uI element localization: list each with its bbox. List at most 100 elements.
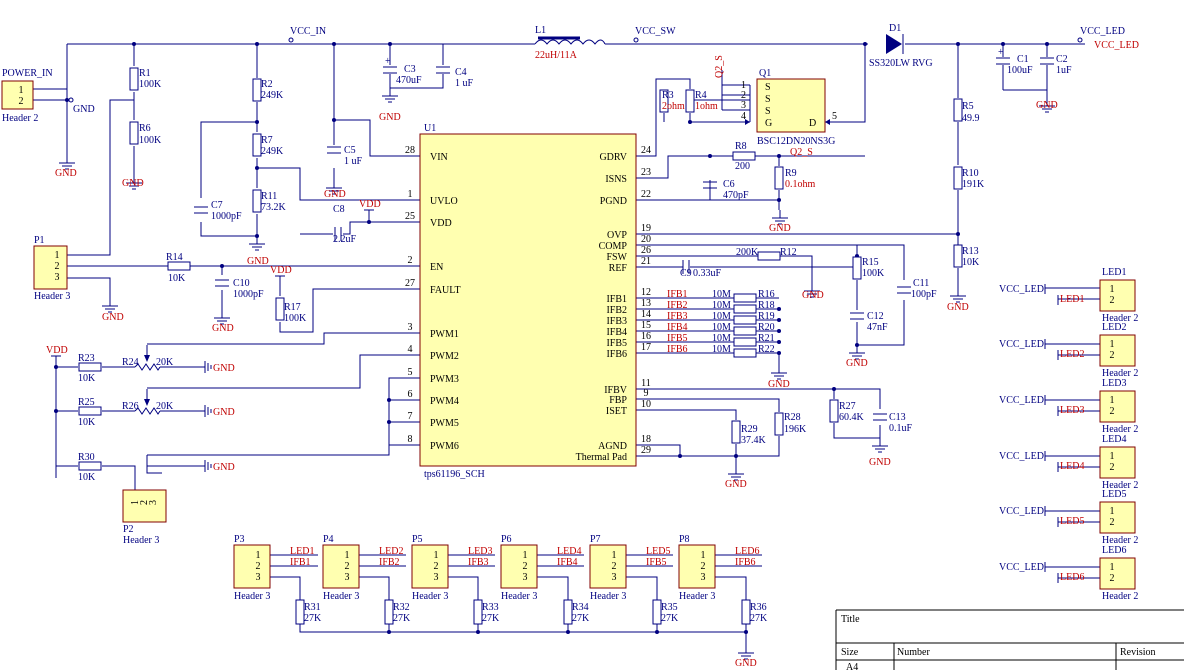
r27-value: 60.4K (839, 412, 865, 423)
pin-num: 1 (523, 550, 528, 561)
c4-value: 1 uF (455, 78, 474, 89)
header-r-value: 27K (304, 613, 322, 624)
c13-value: 0.1uF (889, 423, 913, 434)
gnd-symbol (204, 459, 212, 473)
u1-pin-num: 6 (408, 389, 413, 400)
resistor-body (659, 89, 669, 113)
gnd-symbol (248, 235, 266, 251)
led-name: Header 2 (1102, 535, 1138, 546)
resistor-body (129, 67, 139, 91)
gnd-label: GND (725, 479, 747, 490)
r2-ref: R2 (261, 79, 273, 90)
size-value: A4 (846, 662, 858, 670)
resistor-body (829, 399, 839, 423)
pot-wiper (144, 355, 150, 362)
u1-pin-name: IFB1 (606, 294, 627, 305)
header-body (411, 544, 449, 589)
header-r-ref: R33 (482, 602, 499, 613)
vdd-label: VDD (270, 265, 292, 276)
u1-ic: U1 tps61196_SCH 28VIN1UVLO25VDD2EN27FAUL… (405, 123, 651, 480)
polarity-mark: + (385, 56, 391, 67)
c4-ref: C4 (455, 67, 467, 78)
gnd-symbol (213, 309, 231, 325)
net-port (288, 37, 294, 43)
pin-num: 1 (701, 550, 706, 561)
r13-value: 10K (962, 257, 980, 268)
d1-value: SS320LW RVG (869, 58, 933, 69)
r24-ref: R24 (122, 357, 139, 368)
pin-num: 2 (701, 561, 706, 572)
resistor-body (953, 244, 963, 268)
u1-pin-num: 17 (641, 342, 651, 353)
c5-ref: C5 (344, 145, 356, 156)
gnd-symbol (204, 404, 212, 418)
r23-value: 10K (78, 373, 96, 384)
r24-value: 20K (156, 357, 174, 368)
gnd-symbol (204, 360, 212, 374)
r12-value: 200K (736, 247, 759, 258)
gnd-symbol (949, 287, 967, 303)
pin-num: 3 (345, 572, 350, 583)
r8-ref: R8 (735, 141, 747, 152)
u1-pin-num: 13 (641, 298, 651, 309)
r23-ref: R23 (78, 353, 95, 364)
led-ref: LED3 (1102, 378, 1126, 389)
resistor-body (252, 78, 262, 102)
r3-value: 2ohm (662, 101, 685, 112)
ground-icon (727, 465, 745, 481)
r14-value: 10K (168, 273, 186, 284)
header-ref: P7 (590, 534, 601, 545)
r15-ref: R15 (862, 257, 879, 268)
resistor-body (733, 337, 757, 347)
r10-ref: R10 (962, 168, 979, 179)
vcc-sw-label: VCC_SW (635, 26, 676, 37)
u1-pin-name: IFB3 (606, 316, 627, 327)
pin-num: 1 (55, 250, 60, 261)
title-label: Title (841, 614, 860, 625)
header-name: Header 3 (412, 591, 448, 602)
number-label: Number (897, 647, 930, 658)
u1-pin-name: FSW (606, 252, 627, 263)
led-supply: VCC_LED (999, 339, 1044, 350)
u1-pin-num: 1 (408, 189, 413, 200)
resistor-body (732, 151, 756, 161)
d1-diode: D1 SS320LW RVG (869, 23, 933, 69)
resistor-body (652, 599, 662, 625)
led-name: Header 2 (1102, 480, 1138, 491)
size-label: Size (841, 647, 859, 658)
pin-num: 1 (19, 85, 24, 96)
pin-num: 2 (55, 261, 60, 272)
led-supply: VCC_LED (999, 284, 1044, 295)
ground-icon (204, 404, 212, 418)
u1-pin-num: 29 (641, 445, 651, 456)
vcc-led-label: VCC_LED (1080, 26, 1125, 37)
header-name: Header 3 (679, 591, 715, 602)
header-body (322, 544, 360, 589)
c11-value: 100pF (911, 289, 937, 300)
header-ifb-net: IFB1 (290, 557, 311, 568)
header-r-value: 27K (393, 613, 411, 624)
led-ref: LED4 (1102, 434, 1126, 445)
vdd-label: VDD (46, 345, 68, 356)
resistor-body (733, 326, 757, 336)
u1-pin-name: PWM6 (430, 441, 459, 452)
u1-pin-name: IFB4 (606, 327, 627, 338)
ifb-ref: R16 (758, 289, 775, 300)
u1-pin-name: REF (609, 263, 628, 274)
header-r-ref: R34 (572, 602, 589, 613)
